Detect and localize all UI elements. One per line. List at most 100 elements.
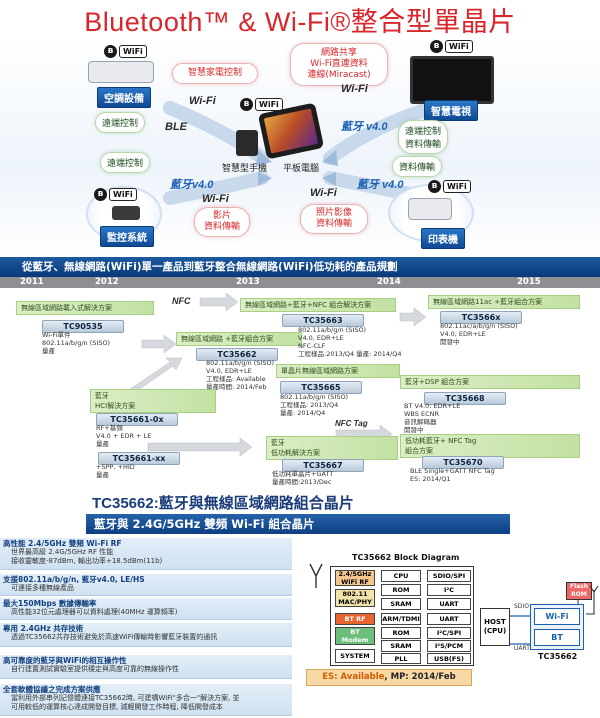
block-diagram-chip: 2.4/5GHz WiFi RF CPU SDIO/SPI ROM I²C 80… [330, 566, 474, 666]
spec-tc3566x: 802.11ac/a/b/g/n (SISO) V4.0, EDR+LE 開發中 [440, 322, 518, 346]
tv-badge: ʙ WiFi [430, 40, 473, 53]
link-label-wifi-2: Wi-Fi [341, 83, 368, 95]
link-label-wifi-3: Wi-Fi [202, 193, 229, 205]
year-2013: 2013 [236, 277, 260, 287]
feature-desc: 當利用外部串列記憶體連接TC35662時, 可建構WiFi"多合一"解決方案, … [11, 694, 240, 711]
camera-badge: ʙ WiFi [94, 188, 137, 201]
cell-i2s-pcm: I²S/PCM [427, 640, 471, 652]
cell-sram-1: SRAM [381, 598, 421, 610]
block-diagram-title: TC35662 Block Diagram [352, 553, 460, 562]
system-connectors [510, 585, 599, 645]
chip-tc35663: TC35663 [282, 314, 364, 327]
chip-tc35670: TC35670 [422, 456, 504, 469]
spec-tc35670: BLE Single+GATT NFC Tag ES: 2014/Q1 [410, 467, 495, 483]
bluetooth-icon: ʙ [428, 180, 441, 193]
bt-block: BT [534, 629, 580, 646]
feature-6: 全套軟體協議之完成方案供應 當利用外部串列記憶體連接TC35662時, 可建構W… [0, 684, 292, 716]
chip-tc35661-0x: TC35661-0x [96, 413, 178, 426]
smart-tv-image [410, 56, 494, 104]
year-axis: 2011 2012 2013 2014 2015 [0, 277, 600, 288]
chip-tc90535: TC90535 [42, 320, 124, 333]
feature-desc: 自行建置測試實驗室提供穩定與高度可靠的無線操作性 [11, 665, 179, 673]
bubble-remote-data: 遠端控制 資料傳輸 [398, 120, 449, 154]
wifi-logo-icon: WiFi [443, 180, 471, 193]
category-single-wlan: 單晶片無線區域網路方案 [276, 364, 400, 378]
nfc-label: NFC [172, 296, 191, 306]
spec-tc35668: BT V4.0: EDR+LE WBS ECNR 音訊解碼器 開發中 [404, 402, 461, 434]
wifi-block: Wi-Fi [534, 608, 580, 625]
spec-tc35667: 低功耗單晶片+GATT 量產時間:2013/Dec [272, 470, 334, 486]
feature-head: 高可靠度的藍牙與WiFi的相互操作性 [3, 656, 127, 665]
wifi-logo-icon: WiFi [109, 188, 137, 201]
cell-pll: PLL [381, 653, 421, 664]
feature-head: 全套軟體協議之完成方案供應 [3, 685, 101, 694]
cell-uart-1: UART [427, 598, 471, 610]
bubble-photo: 照片影像 資料傳輸 [300, 204, 368, 234]
nfc-tag-label: NFC Tag [335, 419, 368, 428]
feature-4: 專用 2.4GHz 共存技術 透過TC35662共存技術避免於高速WiFi傳輸時… [0, 623, 292, 647]
feature-desc: 高性能32位元處理器可以資料處理(40MHz 運算頻率) [11, 608, 178, 616]
cell-arm: ARM/TDMI [381, 613, 421, 625]
wifi-logo-icon: WiFi [255, 98, 283, 111]
aircon-image [88, 61, 154, 83]
link-label-wifi-4: Wi-Fi [310, 187, 337, 199]
page-title: Bluetooth™ & Wi-Fi®整合型單晶片 [84, 7, 516, 37]
bubble-data-transfer: 資料傳輸 [392, 156, 443, 177]
feature-desc: 世界最高級 2.4G/5GHz RF 性能 接收靈敏度-87dBm, 輸出功率+… [11, 548, 163, 565]
cell-i2c-spi: I²C/SPI [427, 627, 471, 639]
chip-tc35661-xx: TC35661-xx [98, 452, 180, 465]
chip-tc3566x: TC3566x [440, 311, 522, 324]
feature-head: 最大150Mbps 數據傳輸率 [3, 599, 97, 608]
product-title: TC35662:藍牙與無線區域網路組合晶片 [92, 495, 354, 512]
printer-badge: ʙ WiFi [428, 180, 471, 193]
bubble-remote-control-2: 遠端控制 [100, 152, 151, 173]
wifi-logo-icon: WiFi [445, 40, 473, 53]
label-smartphone: 智慧型手機 [222, 164, 268, 174]
spec-tc35662: 802.11a/b/g/n (SISO) V4.0, EDR+LE 工程樣品: … [206, 359, 275, 391]
bluetooth-icon: ʙ [94, 188, 107, 201]
chip-tc35665: TC35665 [280, 381, 362, 394]
wifi-logo-icon: WiFi [119, 45, 147, 58]
cell-bt-modem: BT Modem [335, 627, 375, 645]
bluetooth-icon: ʙ [430, 40, 443, 53]
chip-tc35668: TC35668 [424, 392, 506, 405]
cell-sdio-spi: SDIO/SPI [427, 570, 471, 582]
sdio-label: SDIO [514, 603, 529, 610]
link-label-ble: BLE [165, 121, 187, 133]
flash-rom-box: Flash ROM [566, 582, 592, 600]
year-2012: 2012 [95, 277, 119, 287]
link-label-wifi-1: Wi-Fi [189, 95, 216, 107]
cell-bt-rf: BT RF [335, 613, 375, 625]
chip-tc35662: TC35662 [196, 348, 278, 361]
bubble-video: 影片 資料傳輸 [194, 207, 250, 237]
feature-2: 支援802.11a/b/g/n, 藍牙v4.0, LE/HS 可連接多種無線產品 [0, 574, 292, 596]
spec-tc90535: Wi-Fi單件 802.11a/b/g/n (SISO) 量產 [42, 331, 111, 355]
category-wlan-bt: 無線區域網路 +藍牙組合方案 [176, 332, 302, 346]
bubble-remote-control-1: 遠端控制 [95, 112, 146, 133]
roadmap-banner: 從藍牙、無線網路(WiFi)單一產品到藍牙整合無線網路(WiFi)低功耗的產品規… [0, 257, 600, 277]
year-2011: 2011 [20, 277, 44, 287]
cell-uart-2: UART [427, 613, 471, 625]
es-available: ES: Available [322, 672, 385, 682]
printer-image [408, 198, 452, 220]
link-label-bt-2: 藍牙v4.0 [170, 179, 214, 191]
cell-sram-2: SRAM [381, 640, 421, 652]
device-tag-tv: 智慧電視 [424, 100, 478, 121]
link-label-bt-3: 藍牙 v4.0 [357, 179, 404, 191]
antenna-icon [309, 563, 323, 588]
bluetooth-icon: ʙ [240, 98, 253, 111]
year-2014: 2014 [377, 277, 401, 287]
host-cpu-box: HOST (CPU) [480, 608, 510, 646]
spec-tc35663: 802.11a/b/g/n (SISO) V4.0, EDR+LE NFC-CL… [298, 326, 402, 358]
category-bt-le: 藍牙 低功耗解決方案 [266, 436, 398, 460]
center-badge: ʙ WiFi [240, 98, 283, 111]
bluetooth-icon: ʙ [104, 45, 117, 58]
spec-tc35661-xx: +SPP, +HID 量產 [96, 463, 135, 479]
product-subtitle: 藍牙與 2.4G/5GHz 雙頻 Wi-Fi 組合晶片 [86, 514, 510, 534]
feature-head: 支援802.11a/b/g/n, 藍牙v4.0, LE/HS [3, 575, 145, 584]
category-wlan: 無線區域網路載入式解決方案 [16, 301, 154, 315]
spec-tc35661-0x: RF+基頻 V4.0 + EDR + LE 量產 [96, 424, 152, 448]
feature-1: 高性能 2.4/5GHz 雙頻 Wi-Fi RF 世界最高級 2.4G/5GHz… [0, 538, 292, 570]
cell-mac-phy: 802.11 MAC/PHY [335, 589, 375, 607]
feature-3: 最大150Mbps 數據傳輸率 高性能32位元處理器可以資料處理(40MHz 運… [0, 598, 292, 620]
